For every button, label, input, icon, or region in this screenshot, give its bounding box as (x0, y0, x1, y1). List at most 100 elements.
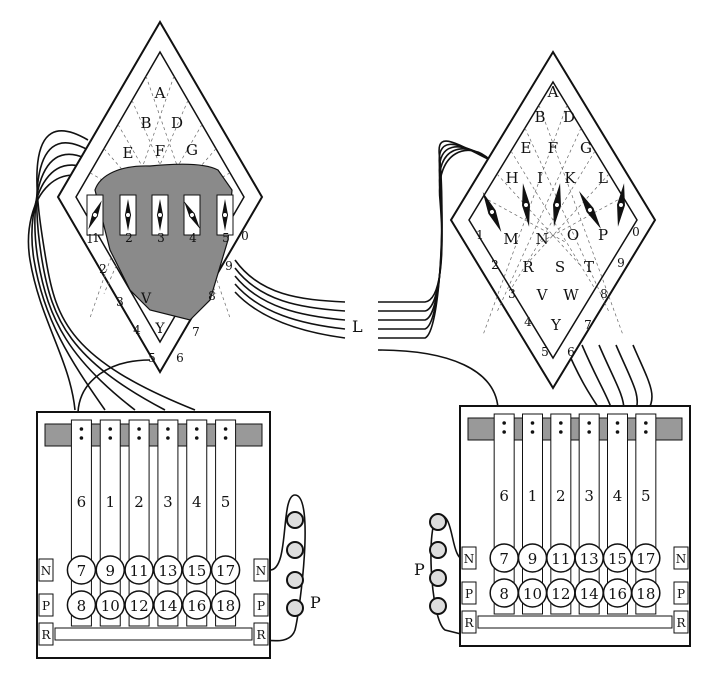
p-key (631, 578, 661, 608)
dial-letter: D (563, 108, 575, 126)
n-key-label: 15 (608, 550, 627, 568)
p-key-label: 10 (101, 597, 120, 615)
edge-number: 0 (632, 225, 640, 239)
strip-dot (502, 430, 506, 434)
dial-letter: D (171, 114, 183, 132)
battery-cell-icon (286, 541, 304, 559)
line-wire (234, 259, 346, 303)
dial-letter: I (537, 169, 543, 187)
needle-pivot (189, 212, 195, 218)
line-wire (378, 140, 491, 339)
edge-number: 1 (476, 228, 484, 242)
dial-letter: F (155, 142, 165, 160)
n-key (631, 543, 661, 573)
needle-icon (579, 190, 601, 230)
strip-dot (223, 427, 228, 431)
wire (377, 349, 499, 409)
battery-wire (261, 494, 306, 642)
wire (615, 344, 639, 411)
edge-number: 7 (584, 318, 592, 332)
strip-label: 3 (163, 493, 173, 511)
p-key-label: 16 (187, 597, 206, 615)
edge-number: 4 (524, 315, 532, 329)
strip-dot (166, 427, 170, 431)
p-key (153, 590, 183, 620)
dial-letter: A (154, 84, 166, 102)
line-wire (234, 291, 346, 339)
row-terminal (673, 581, 689, 605)
n-key-label: 7 (499, 550, 509, 568)
line-wire (234, 267, 346, 312)
strip-dot (559, 421, 563, 425)
wire (31, 164, 113, 411)
dial-letter: M (503, 230, 518, 248)
strip-label: 2 (556, 487, 566, 505)
keyboard-header-bar (44, 423, 263, 447)
strip-dot (108, 427, 113, 431)
edge-number: 8 (208, 289, 216, 303)
n-key-label: 9 (105, 562, 115, 580)
n-key-label: 7 (77, 562, 87, 580)
edge-number: 9 (617, 256, 625, 270)
strip-label: 5 (641, 487, 651, 505)
strip-dot (530, 421, 535, 425)
r-bar (54, 627, 253, 641)
r-bar (477, 615, 673, 629)
needle-icon (553, 183, 561, 227)
lattice-line (524, 173, 610, 267)
row-label: N (676, 552, 687, 566)
n-key-label: 17 (636, 550, 655, 568)
wire (632, 344, 653, 411)
p-key-label: 14 (580, 585, 599, 603)
dial-letter: Y (550, 316, 562, 334)
dial-letter: H (505, 169, 518, 187)
row-terminal (253, 593, 269, 617)
row-terminal (253, 622, 269, 646)
strip-dot (530, 430, 535, 434)
edge-number: 2 (491, 258, 499, 272)
p-key-label: 16 (608, 585, 627, 603)
row-label: P (465, 587, 473, 601)
lattice-line (538, 104, 624, 336)
row-label: R (41, 628, 51, 642)
strip-dot (108, 436, 113, 440)
p-key-label: 8 (77, 597, 87, 615)
battery-cell-icon (429, 513, 447, 531)
p-key (182, 590, 212, 620)
strip-label: 6 (77, 493, 87, 511)
edge-number: 8 (600, 287, 608, 301)
row-label: P (677, 587, 685, 601)
needle-pivot (222, 212, 228, 218)
edge-number: 6 (567, 345, 575, 359)
needle-pivot (125, 212, 131, 218)
strip-dot (587, 421, 591, 425)
strip-dot (79, 427, 84, 431)
needle-icon (222, 199, 228, 231)
n-key-label: 13 (580, 550, 599, 568)
row-terminal (461, 581, 477, 605)
p-key-label: 14 (158, 597, 177, 615)
strip-label: 5 (221, 493, 231, 511)
battery-cell-icon (429, 541, 447, 559)
n-key-label: 17 (216, 562, 235, 580)
needle-pivot (618, 202, 624, 208)
edge-number: 2 (99, 262, 107, 276)
strip-dot (615, 430, 620, 434)
battery-cell-icon (286, 571, 304, 589)
needle-icon (522, 183, 530, 227)
lattice-line (482, 104, 568, 336)
strip-dot (644, 421, 648, 425)
strip-dot (502, 421, 506, 425)
strip-dot (166, 436, 170, 440)
strip-dot (223, 436, 228, 440)
needle-label: 4 (189, 231, 197, 245)
lattice-line (538, 196, 624, 244)
dial-letter: N (535, 230, 548, 248)
n-key-label: 15 (187, 562, 206, 580)
row-terminal (253, 558, 269, 582)
dial-letter: B (140, 114, 151, 132)
n-key (95, 555, 125, 585)
strip-label: 3 (584, 487, 594, 505)
dial-letter: W (563, 286, 579, 304)
